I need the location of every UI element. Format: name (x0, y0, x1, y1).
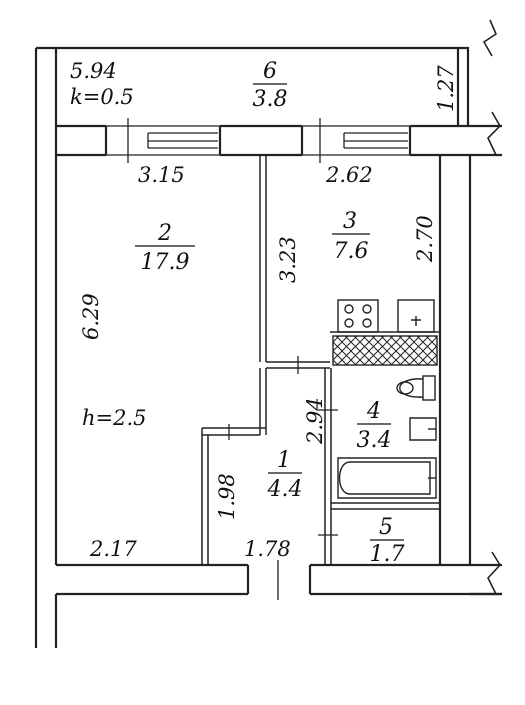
window-room-3 (302, 125, 410, 156)
stove-burner-1 (344, 304, 354, 314)
stove-burner-2 (362, 304, 372, 314)
corridor-partition-step (202, 427, 266, 436)
room4-area: 3.4 (357, 428, 392, 453)
room3-height-left-label: 3.23 (276, 236, 300, 283)
sink (397, 299, 435, 333)
bathroom-sink (409, 417, 437, 441)
balcony-depth-label: 1.27 (434, 65, 458, 112)
corridor-height-label: 2.94 (303, 397, 327, 445)
break-marks (482, 19, 501, 595)
balcony-area: 3.8 (253, 87, 288, 112)
room5-area: 1.7 (370, 542, 405, 567)
bathroom-wall-middle (331, 502, 440, 510)
bathtub-inner (338, 461, 431, 495)
break-mark-top (482, 19, 497, 57)
stove (337, 299, 379, 333)
room3-width-label: 2.62 (325, 163, 373, 187)
toilet-bowl (399, 378, 424, 398)
corridor-partition-lower (201, 428, 209, 565)
kitchen-fixtures (337, 299, 435, 333)
room5-number: 5 (379, 515, 393, 540)
corridor-partition-upper (259, 368, 267, 435)
right-wall-extension (470, 153, 502, 596)
room3-height-right-label: 2.70 (413, 215, 437, 263)
ceiling-height-label: h=2.5 (82, 406, 147, 430)
stove-burner-3 (344, 318, 354, 328)
room3-area: 7.6 (334, 239, 369, 264)
room3-number: 3 (343, 209, 357, 234)
toilet-seat (396, 381, 414, 395)
room1-number: 1 (277, 448, 291, 473)
balcony-length-label: 5.94 (70, 59, 117, 83)
partitions (201, 155, 440, 565)
room2-width-top-label: 3.15 (138, 163, 185, 187)
room2-area: 17.9 (141, 250, 190, 275)
balcony-room-number: 6 (263, 59, 277, 84)
window-room-2 (106, 125, 220, 156)
sink-tap (411, 316, 421, 326)
room2-width-bottom-label: 2.17 (89, 537, 137, 561)
room1-area: 4.4 (267, 477, 303, 502)
ventilation-shaft (332, 335, 438, 366)
partition-2-3 (259, 155, 267, 362)
room2-number: 2 (157, 221, 172, 246)
bathroom-wall-left (324, 368, 332, 565)
room2-height-label: 6.29 (79, 293, 103, 340)
walls (34, 46, 502, 648)
break-mark-bottom (487, 551, 501, 595)
balcony-outline (56, 46, 470, 126)
windows (106, 118, 410, 163)
corridor-depth-label: 1.98 (215, 473, 239, 520)
right-wall (438, 155, 472, 565)
break-mark-mid (487, 111, 501, 156)
room4-number: 4 (366, 399, 381, 424)
toilet-tank (422, 375, 436, 401)
bathroom-fixtures (337, 375, 437, 499)
stove-burner-4 (362, 318, 372, 328)
corridor-width-label: 1.78 (244, 537, 291, 561)
left-outer-wall (34, 48, 58, 648)
balcony-coefficient-label: k=0.5 (70, 85, 134, 109)
bathtub (337, 457, 437, 499)
door-ticks (228, 356, 338, 600)
